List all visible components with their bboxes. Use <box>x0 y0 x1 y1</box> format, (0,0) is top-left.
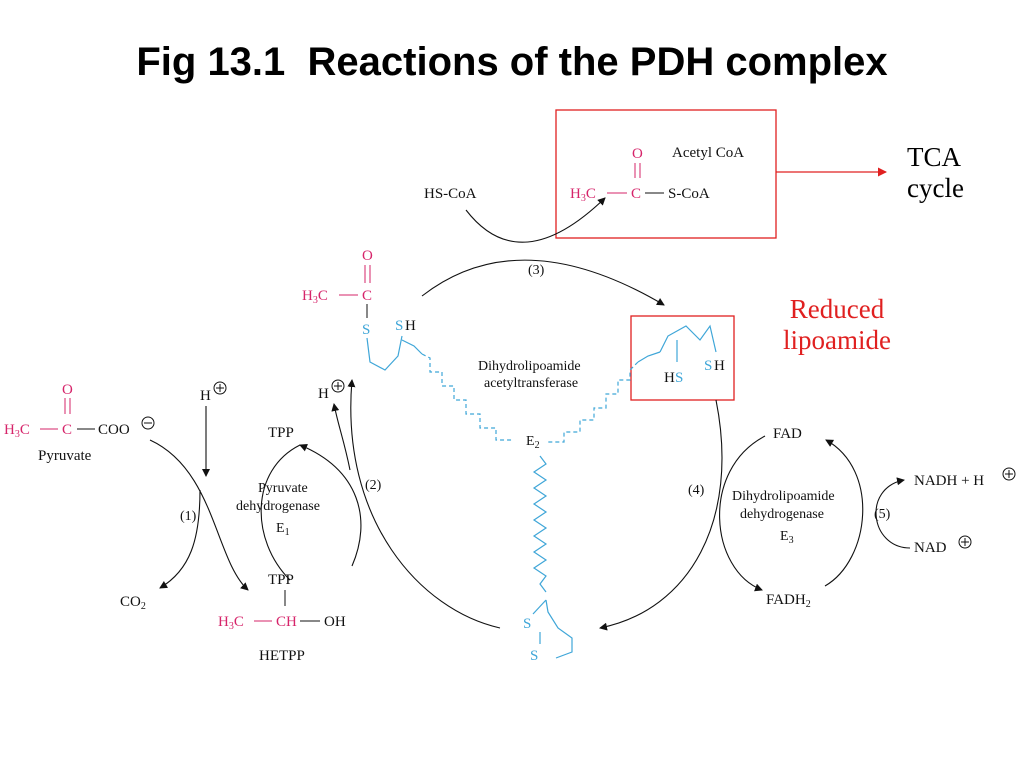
acetyl-coa-h3c: H3C <box>570 186 596 204</box>
co2-label: CO2 <box>120 594 146 612</box>
nadh-label: NADH + H <box>914 473 984 489</box>
hetpp-label: HETPP <box>259 648 305 664</box>
nadh-plus-circle <box>1002 467 1016 481</box>
hetpp-oh: OH <box>324 614 346 630</box>
pyruvate-oxygen: O <box>62 382 73 398</box>
acetyl-lipoamide-h3c: H3C <box>302 288 328 306</box>
slide-title: Fig 13.1 Reactions of the PDH complex <box>136 40 888 84</box>
acetyl-lipoamide-carbon: C <box>362 288 372 304</box>
reduced-lipoamide-hs-h: H <box>664 370 675 386</box>
fadh2-oxidation-arc <box>824 439 864 587</box>
step2-label: (2) <box>365 478 382 493</box>
reduced-lipoamide-arm <box>637 351 661 363</box>
acetyl-coa-s-coa: S-CoA <box>668 186 710 202</box>
fadh2-label: FADH2 <box>766 592 811 610</box>
co2-release-arc <box>159 489 201 589</box>
pyruvate-minus-circle <box>141 416 155 430</box>
e1-name-line2: dehydrogenase <box>236 499 320 514</box>
nad-plus-circle <box>958 535 972 549</box>
oxidized-lipoamide-s-top: S <box>523 616 531 632</box>
hs-coa-label: HS-CoA <box>424 186 477 202</box>
e2-arm-right <box>548 361 639 443</box>
nad-reduction-arc <box>875 477 911 549</box>
step1-label: (1) <box>180 509 197 524</box>
acetyl-dihydrolipoamide-structure: O H3C C S S H <box>302 248 423 371</box>
acetyl-lipoamide-sulfur: S <box>362 322 370 338</box>
tca-label-line2: cycle <box>907 173 964 203</box>
e2-name-line2: acetyltransferase <box>484 376 578 391</box>
nad-label: NAD <box>914 540 947 556</box>
reduced-lipoamide-sh-h: H <box>714 358 725 374</box>
reduced-lipoamide-sh-s: S <box>704 358 712 374</box>
oxidized-lipoamide-s-bottom: S <box>530 648 538 664</box>
acetyl-coa-highlight-box <box>555 109 777 239</box>
e3-name-line2: dehydrogenase <box>740 507 824 522</box>
step3-label: (3) <box>528 263 545 278</box>
h-plus-release-arrow <box>331 403 351 471</box>
tpp-top-label: TPP <box>268 425 294 441</box>
pyruvate-coo: COO <box>98 422 130 438</box>
fad-label: FAD <box>773 426 802 442</box>
step4-label: (4) <box>688 483 705 498</box>
reduced-label-line1: Reduced <box>789 294 885 324</box>
tpp-bottom-label: TPP <box>268 572 294 588</box>
e2-h-plus: H <box>318 386 329 402</box>
e3-name-line1: Dihydrolipoamide <box>732 489 835 504</box>
e2-name-line1: Dihydrolipoamide <box>478 359 581 374</box>
reduced-lipoamide-structure: H S S H <box>637 324 725 386</box>
e3-label: E3 <box>780 529 794 546</box>
hetpp-ch: CH <box>276 614 297 630</box>
acetyl-lipoamide-sh-h: H <box>405 318 416 334</box>
pyruvate-entry-arc <box>149 439 249 591</box>
tca-label-line1: TCA <box>907 142 961 172</box>
e1-h-plus-circle <box>213 381 227 395</box>
pyruvate-label: Pyruvate <box>38 448 92 464</box>
pyruvate-carbon: C <box>62 422 72 438</box>
pyruvate-h3c: H3C <box>4 422 30 440</box>
reduced-lipoamide-chain <box>659 324 717 353</box>
fad-reduction-arc <box>719 435 766 592</box>
acetyl-lipoamide-arm <box>401 339 423 355</box>
e2-h-plus-circle <box>331 379 345 393</box>
e1-label: E1 <box>276 521 290 538</box>
reduced-lipoamide-label: Reduced lipoamide <box>767 294 907 356</box>
acetyl-coa-structure: Acetyl CoA O H3C C S-CoA <box>570 145 744 204</box>
tca-cycle-label: TCA cycle <box>907 142 964 204</box>
pyruvate-structure: O H3C C COO Pyruvate <box>4 382 155 464</box>
hs-coa-entry-arrow <box>465 197 606 243</box>
oxidized-lipoamide-link <box>532 599 547 615</box>
reduced-lipoamide-highlight-box <box>630 315 735 401</box>
tpp-regeneration-arc <box>260 444 301 581</box>
step5-label: (5) <box>874 507 891 522</box>
reduced-label-line2: lipoamide <box>783 325 891 355</box>
e1-h-plus: H <box>200 388 211 404</box>
tpp-return-arc <box>299 444 362 567</box>
hetpp-h3c: H3C <box>218 614 244 632</box>
acetyl-coa-oxygen: O <box>632 146 643 162</box>
oxidized-lipoamide-ring <box>545 599 573 659</box>
step3-arc-arrow <box>421 259 665 306</box>
acetyl-coa-carbon: C <box>631 186 641 202</box>
acetyl-lipoamide-chain <box>366 335 403 371</box>
oxidized-lipoamide-structure: S S <box>523 599 573 664</box>
lipoamide-cycle-left-arc <box>347 379 501 629</box>
e1-name-line1: Pyruvate <box>258 481 308 496</box>
lipoamide-cycle-right-arc <box>599 399 723 631</box>
reduced-lipoamide-hs-s: S <box>675 370 683 386</box>
e2-arm-bottom <box>532 455 548 593</box>
acetyl-lipoamide-oxygen: O <box>362 248 373 264</box>
e2-arm-left <box>421 353 512 441</box>
e2-label: E2 <box>526 434 540 451</box>
acetyl-lipoamide-sh-s: S <box>395 318 403 334</box>
acetyl-coa-label: Acetyl CoA <box>672 145 744 161</box>
